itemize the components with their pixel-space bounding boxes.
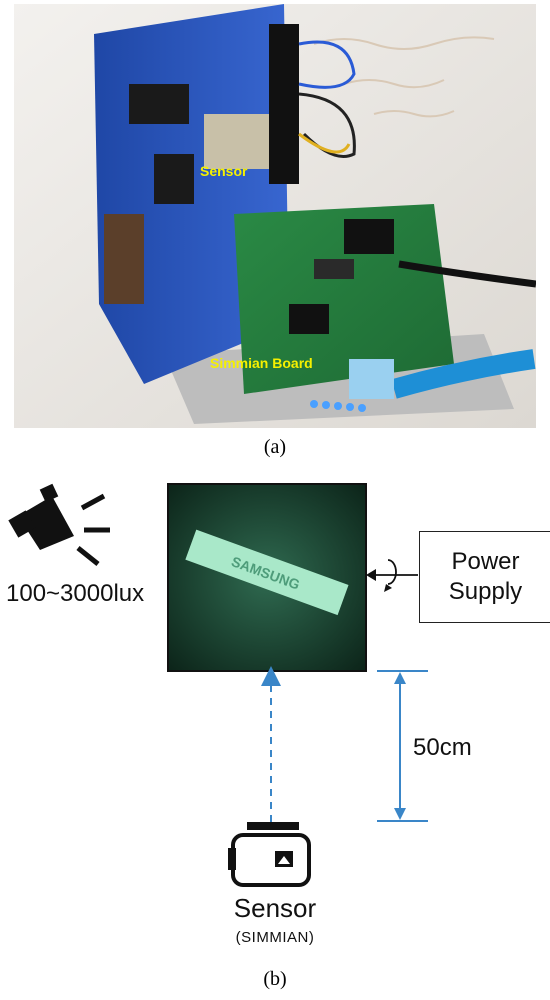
caption-a: (a) xyxy=(263,436,287,458)
sensor-label: Sensor xyxy=(233,893,317,923)
spotlight-icon xyxy=(8,483,110,566)
usb-cable xyxy=(391,349,536,399)
sensor-sublabel: (SIMMIAN) xyxy=(235,929,315,946)
chip xyxy=(344,219,394,254)
power-supply-line2: Supply xyxy=(448,578,523,605)
photo-label-board: Simmian Board xyxy=(210,355,313,371)
sensor-module xyxy=(204,114,274,169)
led-row xyxy=(310,400,366,412)
edge-connector xyxy=(104,214,144,304)
setup-diagram: SAMSUNG xyxy=(8,483,428,887)
chip xyxy=(314,259,354,279)
distance-dimension xyxy=(377,670,428,822)
power-supply-line1: Power xyxy=(451,548,520,575)
distance-label: 50cm xyxy=(413,734,472,761)
power-cable xyxy=(398,260,536,288)
rotate-icon xyxy=(366,559,418,592)
caption-b: (b) xyxy=(263,968,287,990)
photo-label-sensor: Sensor xyxy=(200,163,248,179)
side-connector xyxy=(269,24,299,184)
hardware-photo: Sensor Simmian Board xyxy=(14,4,536,428)
connector xyxy=(129,84,189,124)
usb-plug xyxy=(349,359,394,399)
camera-sensor-icon xyxy=(228,822,311,887)
simmian-board xyxy=(234,204,454,394)
connector xyxy=(154,154,194,204)
illuminance-label: 100~3000lux xyxy=(6,580,145,607)
chip xyxy=(289,304,329,334)
power-supply-box: Power Supply xyxy=(419,531,550,623)
